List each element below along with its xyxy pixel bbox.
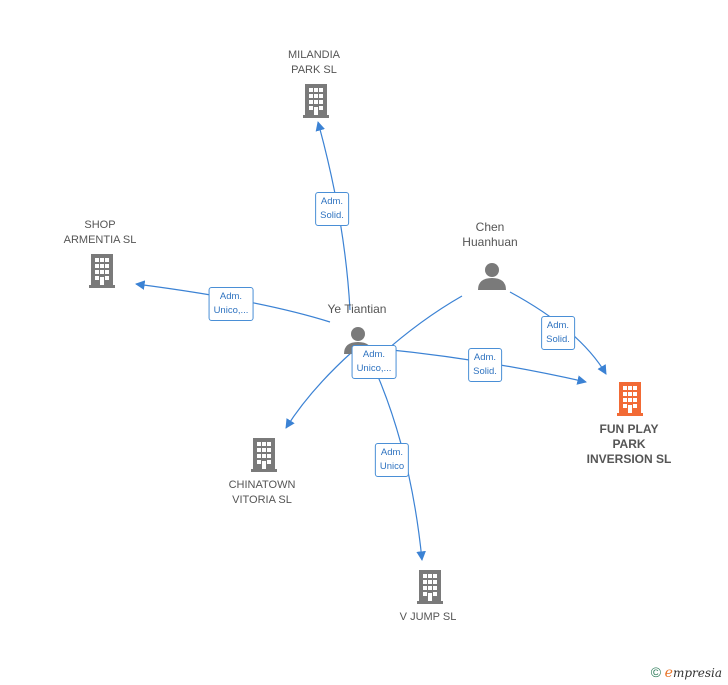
brand-initial: e <box>664 665 673 681</box>
edge-label-chen-fun-play: Adm. Solid. <box>541 316 575 350</box>
building-icon <box>89 254 115 288</box>
node-label-v-jump[interactable]: V JUMP SL <box>399 611 457 623</box>
building-icon <box>303 84 329 118</box>
edge-label-ye-fun-play: Adm. Solid. <box>468 348 502 382</box>
brand-rest: mpresia <box>672 666 722 680</box>
copyright-symbol: © <box>650 664 662 680</box>
building-icon <box>617 382 643 416</box>
edge-label-ye-chinatown: Adm. Unico,... <box>351 345 397 379</box>
building-icon <box>417 570 443 604</box>
person-icon <box>478 263 506 290</box>
node-label-fun-play-park-inversion[interactable]: FUN PLAY PARK INVERSION SL <box>586 422 672 466</box>
node-label-chen-huanhuan[interactable]: Chen Huanhuan <box>462 220 518 249</box>
copyright-notice: © empresia <box>651 664 722 681</box>
edge-label-ye-v-jump: Adm. Unico <box>374 443 410 477</box>
node-label-ye-tiantian[interactable]: Ye Tiantian <box>327 302 387 316</box>
node-label-shop-armentia[interactable]: SHOP ARMENTIA SL <box>63 219 137 246</box>
building-icon <box>251 438 277 472</box>
node-label-chinatown-vitoria[interactable]: CHINATOWN VITORIA SL <box>228 479 296 506</box>
edge-label-ye-shop-armentia: Adm. Unico,... <box>208 287 254 321</box>
edge-label-ye-milandia: Adm. Solid. <box>315 192 349 226</box>
node-label-milandia-park[interactable]: MILANDIA PARK SL <box>288 49 340 76</box>
edge-ye-chinatown <box>285 351 353 429</box>
empresia-logo[interactable]: empresia <box>664 665 722 681</box>
